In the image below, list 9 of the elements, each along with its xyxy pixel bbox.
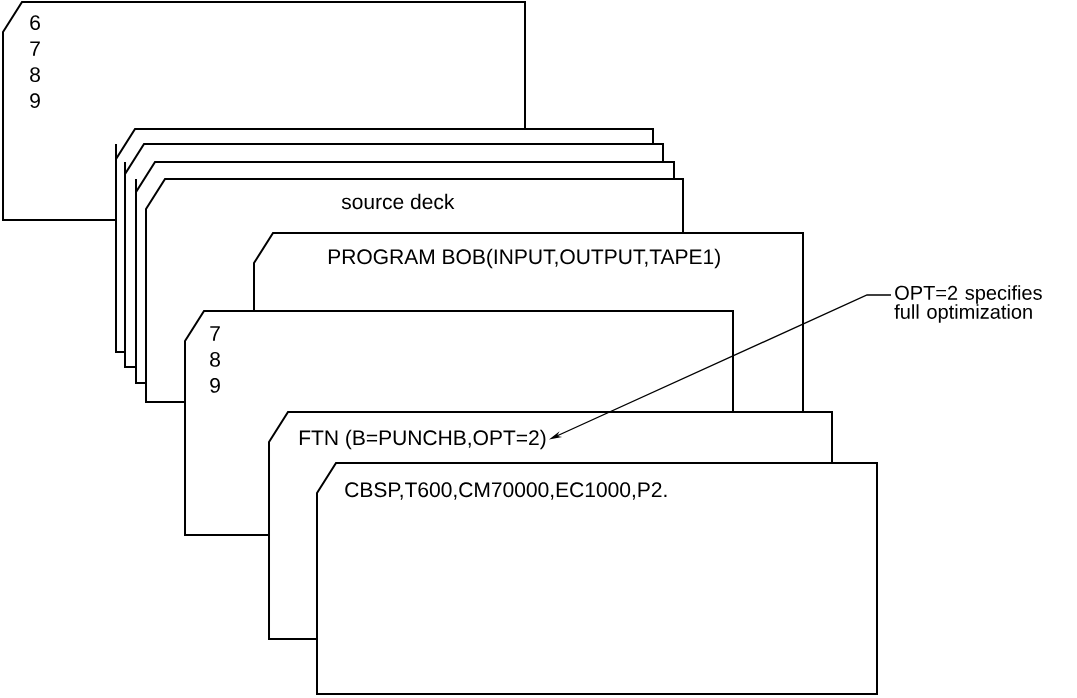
- punch-card: CBSP,T600,CM70000,EC1000,P2.: [316, 462, 878, 695]
- punch-card: PROGRAM BOB(INPUT,OUTPUT,TAPE1): [253, 232, 804, 312]
- punch-card: [124, 143, 664, 178]
- callout-text: OPT=2 specifies full optimization: [894, 285, 1042, 323]
- punch-card: 6 7 8 9: [2, 1, 526, 130]
- punch-card: FTN (B=PUNCHB,OPT=2): [268, 411, 833, 464]
- punch-card: 7 8 9: [184, 310, 734, 413]
- punch-card: [115, 128, 654, 163]
- punch-card: source deck: [145, 178, 684, 234]
